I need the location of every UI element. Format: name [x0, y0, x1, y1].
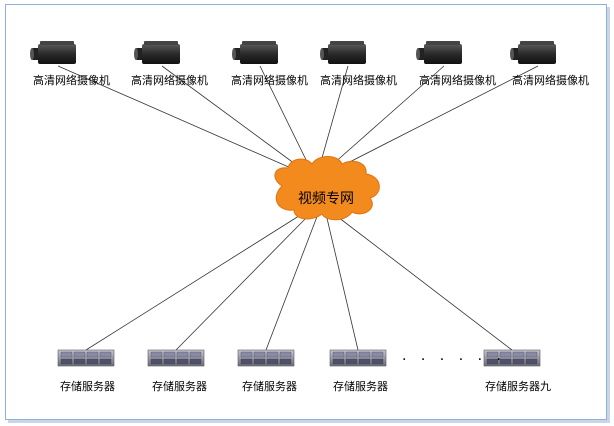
camera-icon [134, 41, 180, 64]
server-label: 存储服务器 [333, 380, 388, 393]
camera-link [161, 65, 307, 173]
storage-server-icon [147, 349, 205, 367]
camera-label: 高清网络摄像机 [320, 74, 397, 87]
server-link [175, 213, 311, 351]
camera-icon [30, 41, 76, 64]
server-label: 存储服务器 [152, 380, 207, 393]
server-label: 存储服务器 [242, 380, 297, 393]
camera-link [57, 65, 301, 173]
camera-icons [30, 41, 556, 64]
network-cloud [274, 156, 380, 221]
server-label: 存储服务器九 [485, 380, 551, 393]
storage-server-icon [57, 349, 115, 367]
server-link [265, 213, 319, 351]
camera-icon [416, 41, 462, 64]
camera-icon [320, 41, 366, 64]
network-label: 视频专网 [298, 191, 354, 207]
server-icons [57, 349, 541, 367]
camera-icon [510, 41, 556, 64]
server-link [85, 213, 303, 351]
camera-link [323, 65, 445, 173]
storage-server-icon [237, 349, 295, 367]
ellipsis: · · · · · · [402, 352, 506, 368]
server-label: 存储服务器 [60, 380, 115, 393]
camera-link [329, 65, 539, 173]
camera-icon [232, 41, 278, 64]
storage-server-icon [329, 349, 387, 367]
camera-label: 高清网络摄像机 [419, 74, 496, 87]
camera-label: 高清网络摄像机 [512, 74, 589, 87]
connection-lines [57, 65, 539, 351]
server-link [333, 213, 513, 351]
camera-label: 高清网络摄像机 [131, 74, 208, 87]
camera-link [317, 65, 349, 173]
storage-server-icon [483, 349, 541, 367]
camera-label: 高清网络摄像机 [33, 74, 110, 87]
camera-label: 高清网络摄像机 [231, 74, 308, 87]
server-link [325, 213, 359, 351]
camera-link [259, 65, 313, 173]
